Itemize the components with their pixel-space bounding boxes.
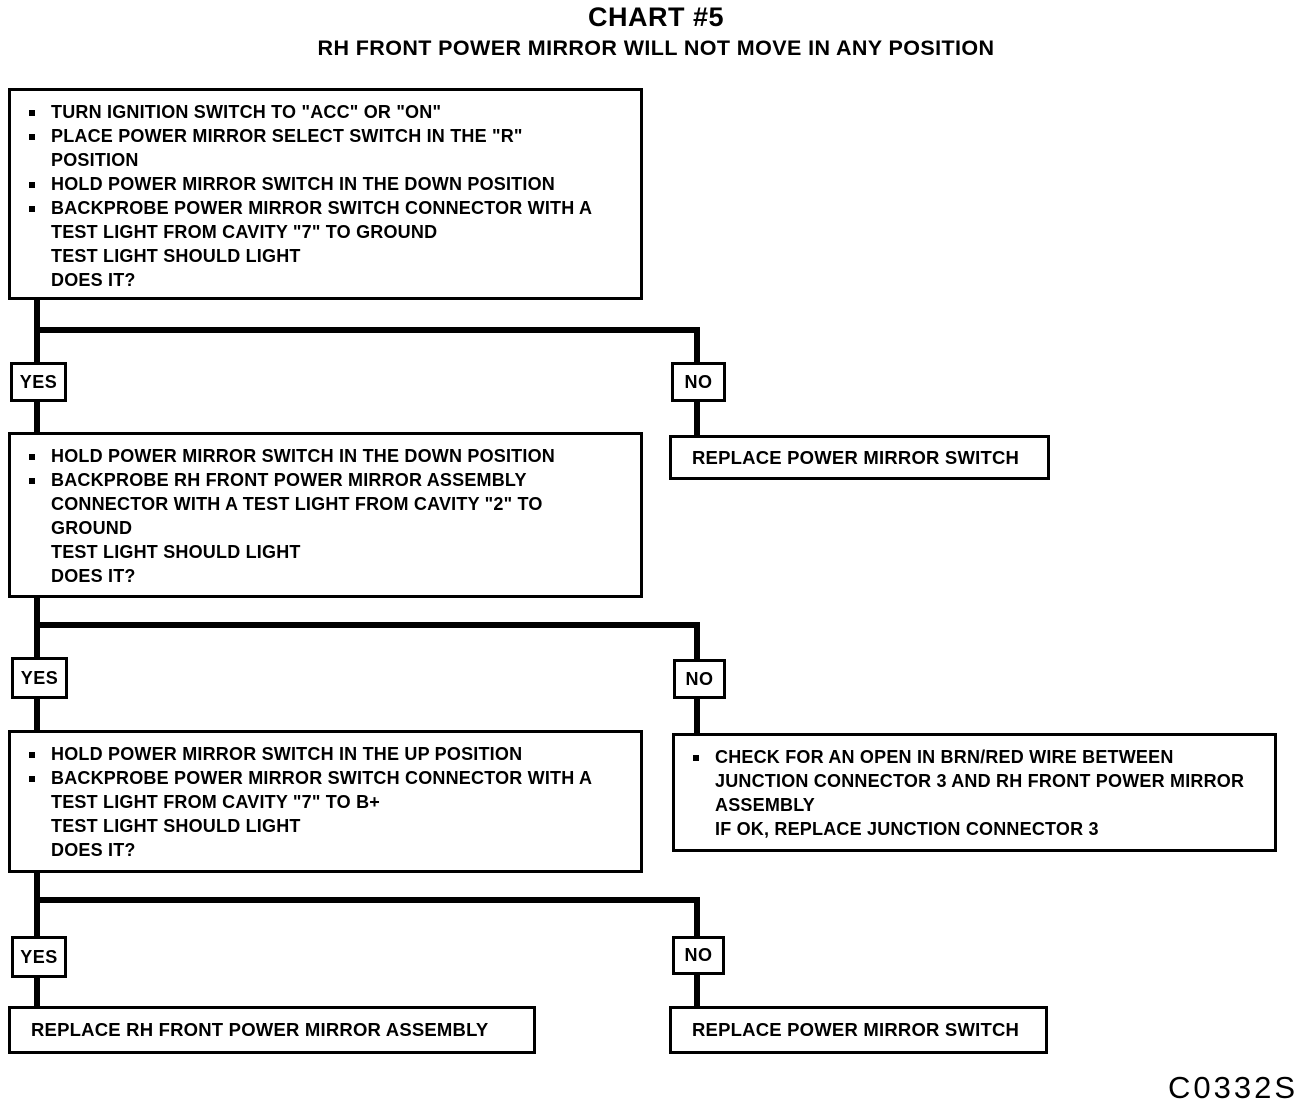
replace-switch-box-2: REPLACE POWER MIRROR SWITCH [669, 1006, 1048, 1054]
connector-step2-rail [34, 622, 700, 628]
step1-instruction-4: BACKPROBE POWER MIRROR SWITCH CONNECTOR … [51, 198, 593, 290]
bullet-icon [29, 134, 35, 140]
connector-step2-stub [34, 598, 40, 626]
step1-item: BACKPROBE POWER MIRROR SWITCH CONNECTOR … [17, 196, 632, 292]
connector-step1-yes-drop [34, 327, 40, 362]
connector-step3-no-drop [694, 897, 700, 938]
step3-item: BACKPROBE POWER MIRROR SWITCH CONNECTOR … [17, 766, 632, 862]
chart-title: CHART #5 [587, 2, 725, 32]
replace-mirror-assembly-box: REPLACE RH FRONT POWER MIRROR ASSEMBLY [8, 1006, 536, 1054]
connector-no1-stub [694, 402, 700, 435]
step1-instruction-2: PLACE POWER MIRROR SELECT SWITCH IN THE … [51, 126, 523, 170]
bullet-icon [29, 752, 35, 758]
connector-no2-stub [694, 699, 700, 733]
step2-item: HOLD POWER MIRROR SWITCH IN THE DOWN POS… [17, 444, 632, 468]
bullet-icon [693, 755, 699, 761]
step1-item: TURN IGNITION SWITCH TO "ACC" OR "ON" [17, 100, 632, 124]
bullet-icon [29, 110, 35, 116]
connector-step3-yes-drop [34, 897, 40, 936]
figure-code: C0332S [1168, 1070, 1299, 1105]
step2-instruction-1: HOLD POWER MIRROR SWITCH IN THE DOWN POS… [51, 446, 555, 466]
no-label-2: NO [673, 659, 726, 699]
chart-subtitle: RH FRONT POWER MIRROR WILL NOT MOVE IN A… [317, 36, 995, 60]
connector-step1-no-drop [694, 327, 700, 362]
connector-yes1-stub [34, 402, 40, 432]
step2-box: HOLD POWER MIRROR SWITCH IN THE DOWN POS… [8, 432, 643, 598]
step3-instruction-2: BACKPROBE POWER MIRROR SWITCH CONNECTOR … [51, 768, 593, 860]
step3-item: HOLD POWER MIRROR SWITCH IN THE UP POSIT… [17, 742, 632, 766]
no-label-3: NO [672, 936, 725, 975]
replace-switch-box-1: REPLACE POWER MIRROR SWITCH [669, 435, 1050, 480]
step1-item: PLACE POWER MIRROR SELECT SWITCH IN THE … [17, 124, 632, 172]
connector-step2-no-drop [694, 622, 700, 659]
title-block: CHART #5 RH FRONT POWER MIRROR WILL NOT … [0, 2, 1312, 61]
step1-instruction-1: TURN IGNITION SWITCH TO "ACC" OR "ON" [51, 102, 442, 122]
bullet-icon [29, 454, 35, 460]
check-wire-box: CHECK FOR AN OPEN IN BRN/RED WIRE BETWEE… [672, 733, 1277, 852]
step3-box: HOLD POWER MIRROR SWITCH IN THE UP POSIT… [8, 730, 643, 873]
bullet-icon [29, 206, 35, 212]
yes-label-3: YES [11, 936, 67, 978]
check-wire-item: CHECK FOR AN OPEN IN BRN/RED WIRE BETWEE… [681, 745, 1266, 841]
bullet-icon [29, 478, 35, 484]
connector-step3-rail [34, 897, 700, 903]
step2-item: BACKPROBE RH FRONT POWER MIRROR ASSEMBLY… [17, 468, 632, 588]
yes-label-1: YES [10, 362, 67, 402]
connector-step1-rail [34, 327, 700, 333]
step1-instruction-3: HOLD POWER MIRROR SWITCH IN THE DOWN POS… [51, 174, 555, 194]
step3-instruction-1: HOLD POWER MIRROR SWITCH IN THE UP POSIT… [51, 744, 523, 764]
yes-label-2: YES [11, 657, 68, 699]
step1-box: TURN IGNITION SWITCH TO "ACC" OR "ON" PL… [8, 88, 643, 300]
bullet-icon [29, 776, 35, 782]
connector-step1-stub [34, 300, 40, 330]
connector-step2-yes-drop [34, 622, 40, 657]
connector-yes2-stub [34, 699, 40, 730]
step2-instruction-2: BACKPROBE RH FRONT POWER MIRROR ASSEMBLY… [51, 470, 543, 586]
connector-step3-stub [34, 873, 40, 901]
step1-item: HOLD POWER MIRROR SWITCH IN THE DOWN POS… [17, 172, 632, 196]
bullet-icon [29, 182, 35, 188]
no-label-1: NO [671, 362, 726, 402]
connector-yes3-stub [34, 978, 40, 1008]
check-wire-instruction: CHECK FOR AN OPEN IN BRN/RED WIRE BETWEE… [715, 747, 1245, 839]
connector-no3-stub [694, 975, 700, 1008]
